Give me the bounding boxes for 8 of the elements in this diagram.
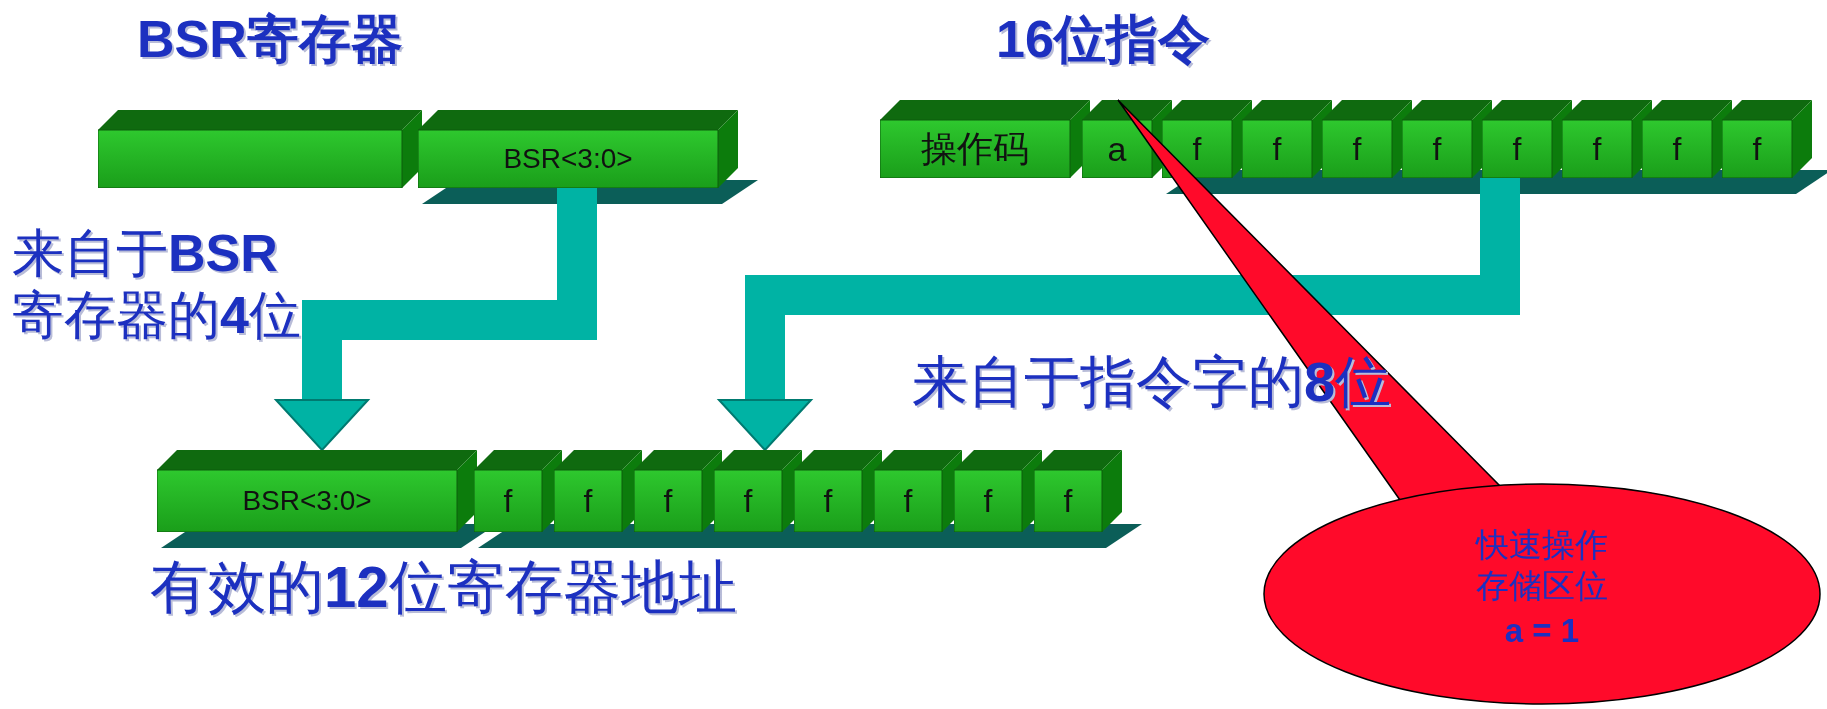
callout-tail — [1117, 99, 1502, 501]
register-block — [98, 110, 422, 188]
title: 16位指令 — [996, 9, 1210, 70]
callout-bubble — [1262, 482, 1822, 706]
title: BSR寄存器 — [137, 9, 403, 70]
callout-text: a = 1 — [1503, 611, 1581, 651]
caption: 有效的12位寄存器地址 — [150, 553, 737, 621]
caption: 来自于BSR寄存器的4位 — [12, 223, 302, 347]
